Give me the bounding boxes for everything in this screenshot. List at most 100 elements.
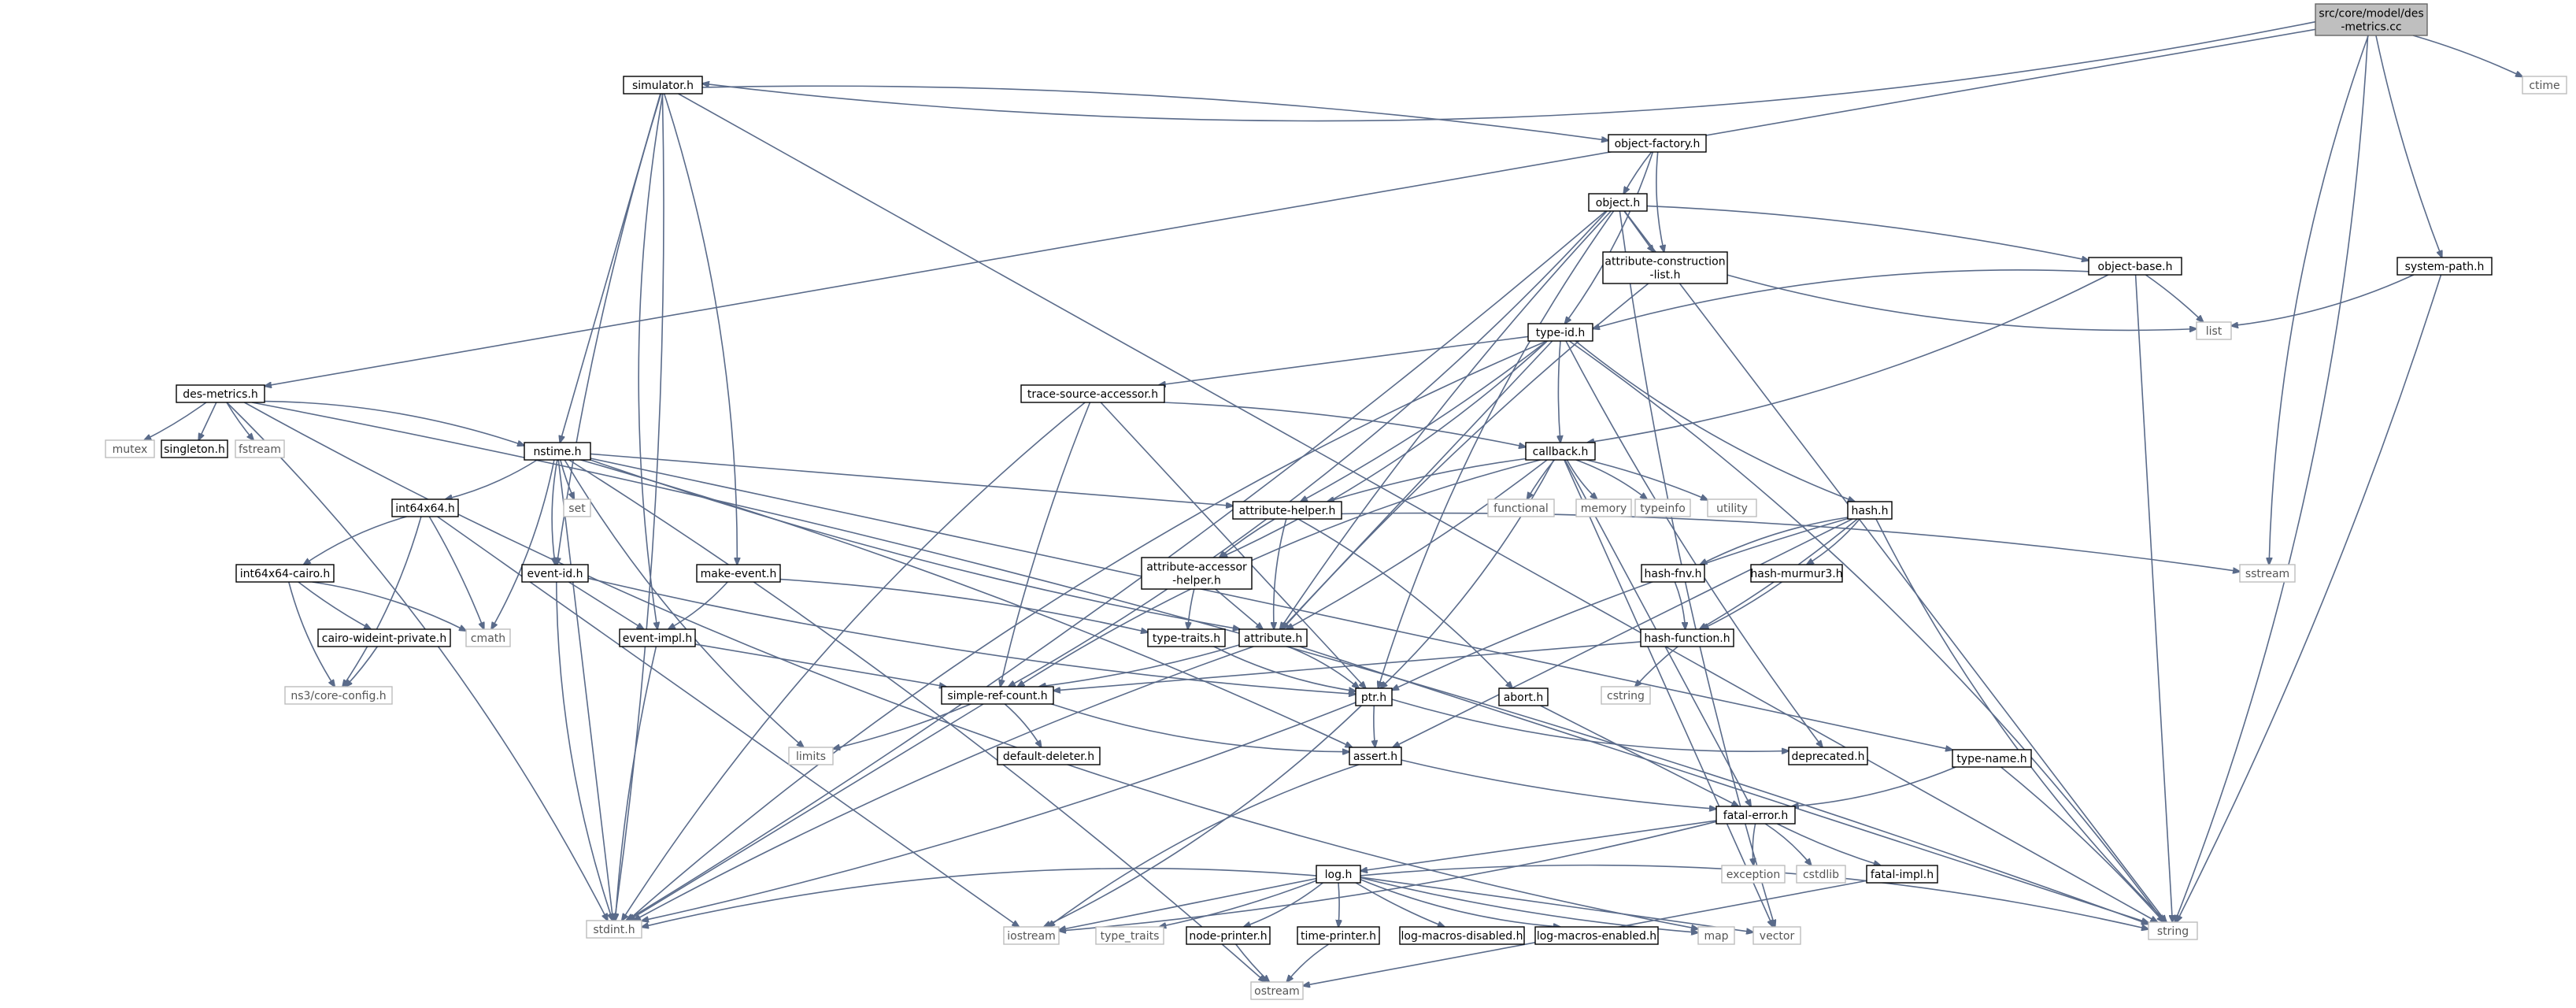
edge-cairo-wideint-to-core-config [346, 646, 378, 687]
edge-system-path-to-string [2177, 274, 2442, 922]
node-type-name[interactable]: type-name.h [1952, 749, 2032, 768]
node-box-log-enabled [1534, 926, 1659, 945]
node-singleton[interactable]: singleton.h [161, 439, 228, 458]
node-int64x64-cairo[interactable]: int64x64-cairo.h [235, 564, 335, 583]
edge-simulator-to-event-id [557, 93, 662, 565]
node-box-list [2196, 321, 2232, 340]
node-string: string [2148, 921, 2198, 940]
node-box-attr-construction [1602, 251, 1728, 284]
edge-callback-to-vector [1564, 459, 1773, 927]
edge-callback-to-attr-helper [1327, 458, 1527, 502]
node-label-mutex: mutex [113, 443, 148, 456]
node-object[interactable]: object.h [1588, 193, 1648, 212]
node-label-cmath: cmath [471, 632, 505, 645]
node-log[interactable]: log.h [1316, 865, 1361, 884]
node-trace-source[interactable]: trace-source-accessor.h [1020, 384, 1165, 403]
node-hash[interactable]: hash.h [1847, 501, 1893, 520]
node-ptr[interactable]: ptr.h [1355, 687, 1393, 706]
edge-type-id-to-callback [1558, 340, 1560, 443]
node-des-metrics[interactable]: des-metrics.h [176, 384, 265, 403]
node-attr-accessor[interactable]: attribute-accessor-helper.h [1141, 557, 1253, 590]
node-label-attr-accessor: attribute-accessor [1146, 561, 1247, 574]
node-label-hash-function: hash-function.h [1644, 632, 1730, 645]
node-deprecated[interactable]: deprecated.h [1788, 747, 1868, 765]
edge-attr-helper-to-attribute [1274, 518, 1287, 629]
node-fatal-error[interactable]: fatal-error.h [1715, 806, 1796, 825]
node-attribute[interactable]: attribute.h [1238, 628, 1308, 647]
node-label-map: map [1704, 930, 1728, 943]
node-hash-function[interactable]: hash-function.h [1640, 628, 1734, 647]
node-label-des-metrics: des-metrics.h [183, 388, 258, 401]
node-cairo-wideint[interactable]: cairo-wideint-private.h [317, 628, 451, 647]
node-attr-helper[interactable]: attribute-helper.h [1232, 501, 1342, 520]
node-int64x64[interactable]: int64x64.h [391, 498, 459, 517]
node-node-printer[interactable]: node-printer.h [1186, 926, 1271, 945]
node-callback[interactable]: callback.h [1525, 442, 1596, 461]
node-default-deleter[interactable]: default-deleter.h [997, 747, 1101, 765]
node-log-enabled[interactable]: log-macros-enabled.h [1534, 926, 1659, 945]
node-memory: memory [1575, 498, 1632, 517]
edge-root-to-ctime [2412, 35, 2522, 76]
node-nstime[interactable]: nstime.h [524, 442, 591, 461]
edge-hash-to-hash-fnv [1700, 517, 1849, 565]
edge-simulator-to-stdint [615, 93, 664, 921]
node-sstream: sstream [2239, 564, 2296, 583]
edge-int64x64-cairo-to-core-config [288, 581, 335, 687]
node-label-vector: vector [1760, 930, 1795, 943]
node-box-set [563, 498, 591, 517]
node-label-object: object.h [1596, 197, 1640, 209]
edge-type-name-to-string [2000, 766, 2164, 922]
node-cstring: cstring [1601, 686, 1651, 705]
node-abort[interactable]: abort.h [1498, 687, 1549, 706]
node-label-hash-murmur3: hash-murmur3.h [1750, 568, 1842, 580]
node-hash-murmur3[interactable]: hash-murmur3.h [1750, 564, 1843, 583]
node-label-attr-construction: attribute-construction [1604, 256, 1725, 269]
node-log-disabled[interactable]: log-macros-disabled.h [1399, 926, 1525, 945]
node-attr-construction[interactable]: attribute-construction-list.h [1602, 251, 1728, 284]
edge-ptr-to-assert [1374, 705, 1375, 747]
node-box-deprecated [1788, 747, 1868, 765]
node-simple-ref[interactable]: simple-ref-count.h [941, 686, 1054, 705]
node-box-callback [1525, 442, 1596, 461]
edge-simulator-to-object-factory [701, 85, 1608, 140]
edges-layer [144, 20, 2522, 986]
node-object-base[interactable]: object-base.h [2088, 257, 2182, 276]
node-label-attr-construction: -list.h [1650, 269, 1681, 282]
node-object-factory[interactable]: object-factory.h [1608, 134, 1707, 153]
edge-object-to-ptr [1378, 210, 1615, 688]
node-make-event[interactable]: make-event.h [696, 564, 781, 583]
node-fstream: fstream [235, 439, 285, 458]
node-system-path[interactable]: system-path.h [2396, 257, 2493, 276]
edge-nstime-to-event-id [552, 459, 558, 565]
node-list: list [2196, 321, 2232, 340]
node-event-impl[interactable]: event-impl.h [619, 628, 696, 647]
node-simulator[interactable]: simulator.h [623, 76, 703, 94]
edge-callback-to-attribute [1286, 459, 1548, 629]
edge-simple-ref-to-default-deleter [1004, 703, 1041, 747]
node-assert[interactable]: assert.h [1349, 747, 1402, 765]
node-label-type-name: type-name.h [1956, 753, 2026, 765]
node-time-printer[interactable]: time-printer.h [1297, 926, 1380, 945]
node-label-type-traits-h: type-traits.h [1153, 632, 1220, 645]
edge-type-id-to-hash [1575, 340, 1855, 502]
node-label-exception: exception [1727, 869, 1780, 881]
node-root[interactable]: src/core/model/des-metrics.cc [2315, 3, 2428, 36]
node-box-root [2315, 3, 2428, 36]
edge-attr-accessor-to-attribute [1215, 588, 1263, 629]
node-hash-fnv[interactable]: hash-fnv.h [1641, 564, 1705, 583]
edge-root-to-sstream [2269, 35, 2369, 565]
edge-ptr-to-stdint [642, 702, 1356, 921]
edge-des-metrics-to-stdint [226, 402, 608, 921]
edge-simple-ref-to-stdint [628, 703, 984, 921]
edge-hash-to-ptr [1392, 517, 1849, 691]
edge-ptr-to-iostream [1044, 705, 1362, 927]
node-event-id[interactable]: event-id.h [521, 564, 589, 583]
edge-event-impl-to-stdint [616, 646, 657, 921]
node-label-event-id: event-id.h [527, 568, 583, 580]
node-fatal-impl[interactable]: fatal-impl.h [1866, 865, 1938, 884]
node-type-id[interactable]: type-id.h [1527, 323, 1593, 342]
node-type-traits-h[interactable]: type-traits.h [1147, 628, 1226, 647]
node-box-hash [1847, 501, 1893, 520]
edge-object-to-stdint [626, 210, 1607, 921]
edge-callback-to-typeinfo [1575, 459, 1647, 499]
